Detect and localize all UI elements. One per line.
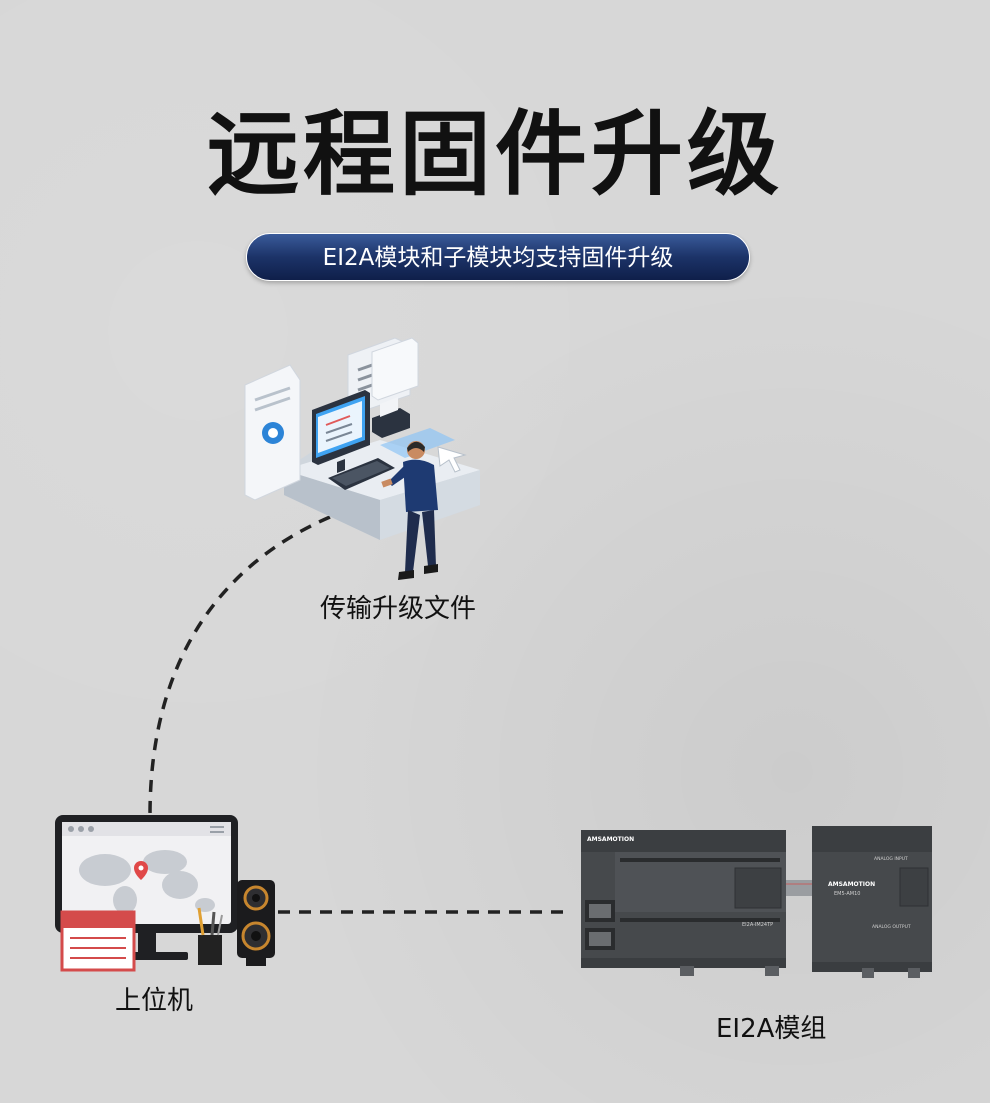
dashed-link-upper: [148, 515, 331, 816]
calendar-icon: [60, 910, 136, 972]
host-computer-label: 上位机: [115, 986, 194, 1016]
page-title: 远程固件升级: [206, 101, 783, 208]
expansion-brand: AMSAMOTION: [828, 881, 875, 888]
analog-output-label: ANALOG OUTPUT: [872, 924, 911, 930]
ribbon-cable: [786, 880, 812, 896]
device-model: EI2A-IM24TP: [742, 922, 773, 928]
device-brand: AMSAMOTION: [587, 836, 634, 843]
transfer-file-label: 传输升级文件: [320, 594, 477, 624]
analog-input-label: ANALOG INPUT: [874, 856, 908, 862]
computer-monitor-icon: [55, 815, 238, 960]
module-label: EI2A模组: [716, 1014, 827, 1044]
pen-holder-icon: [197, 907, 223, 965]
operator-illustration: [244, 337, 480, 580]
expansion-model: EM5-AM10: [834, 891, 860, 897]
speaker-icon: [237, 880, 275, 966]
subtitle-badge: EI2A模块和子模块均支持固件升级: [246, 233, 750, 281]
plc-module: AMSAMOTION EI2A-IM24TP: [581, 830, 786, 976]
expansion-module: AMSAMOTION EM5-AM10 ANALOG INPUT ANALOG …: [812, 826, 932, 978]
